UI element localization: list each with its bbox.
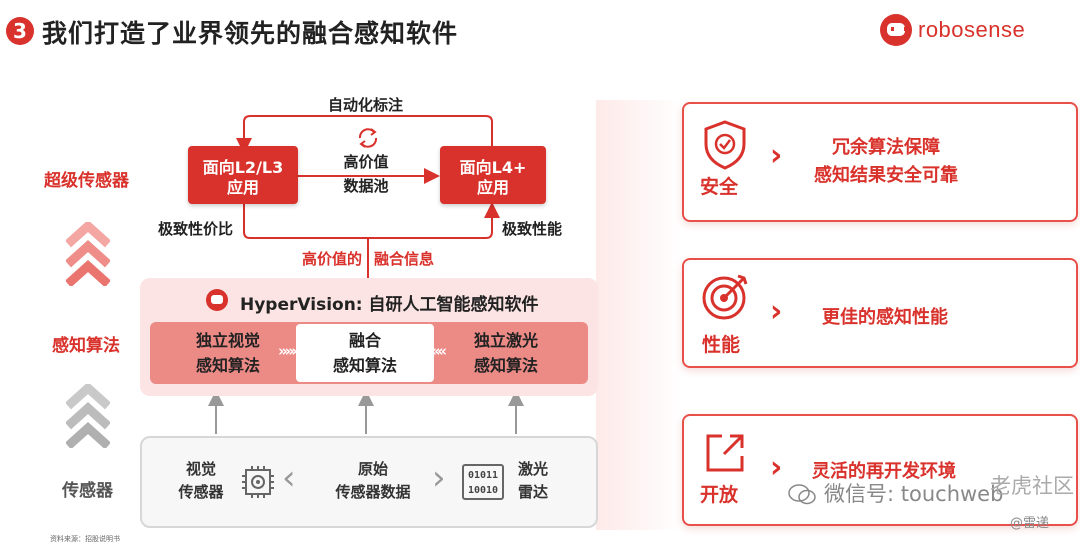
up-chevrons-grey-icon — [66, 384, 110, 448]
lidar-algo-line2: 感知算法 — [473, 356, 538, 375]
target-icon — [702, 274, 748, 320]
watermark-wechat: 微信号: touchweb — [824, 482, 1004, 506]
robosense-small-icon — [206, 289, 228, 311]
label-perception-algo: 感知算法 — [52, 336, 120, 356]
card-safety-label: 安全 — [700, 176, 739, 198]
card-performance — [682, 258, 1078, 368]
arrows-right-icon: »»» — [278, 342, 301, 360]
fusion-algo-label: 融合 感知算法 — [310, 328, 420, 378]
raw-data-label: 原始 传感器数据 — [318, 458, 428, 504]
data-pool-line2: 数据池 — [343, 177, 389, 195]
fusion-algo-line1: 融合 — [348, 331, 381, 350]
chevron-right-icon: › — [770, 450, 783, 485]
raw-line2: 传感器数据 — [335, 483, 411, 501]
camera-sensor-label: 视觉 传感器 — [166, 458, 236, 504]
refresh-cycle-icon — [358, 128, 378, 148]
source-footnote: 资料来源：招股说明书 — [50, 535, 120, 543]
label-super-sensor: 超级传感器 — [44, 171, 129, 191]
fusion-algo-box — [296, 324, 434, 382]
l4-application-box: 面向L4+ 应用 — [440, 146, 546, 204]
top-performance-label: 极致性能 — [502, 220, 563, 238]
binary-data-icon: 01011 10010 — [462, 464, 504, 500]
arrows-left-icon: ««« — [424, 342, 447, 360]
l2-l3-box-line2: 应用 — [226, 178, 259, 197]
brand-name: robosense — [918, 17, 1026, 42]
card-open-desc: 灵活的再开发环境 — [812, 461, 956, 482]
card-safety-desc-line1: 冗余算法保障 — [832, 137, 940, 158]
vision-algo-label: 独立视觉 感知算法 — [178, 328, 278, 378]
card-performance-desc: 更佳的感知性能 — [822, 307, 948, 328]
watermark-handle: @雷递 — [1010, 516, 1050, 531]
binary-line2: 10010 — [467, 485, 499, 496]
chevron-right-icon: › — [770, 294, 783, 329]
lidar-algo-label: 独立激光 感知算法 — [456, 328, 556, 378]
shield-check-icon — [704, 120, 746, 170]
l2-l3-application-box: 面向L2/L3 应用 — [188, 146, 298, 204]
high-value-label: 高价值的 — [302, 250, 363, 268]
wechat-icon — [788, 484, 816, 505]
chevron-right-icon: › — [770, 138, 783, 173]
hypervision-title: HyperVision: 自研人工智能感知软件 — [240, 295, 539, 315]
connector-fade — [596, 100, 682, 530]
label-sensor: 传感器 — [62, 481, 113, 501]
up-chevrons-red-icon — [66, 222, 110, 286]
camera-line2: 传感器 — [178, 483, 224, 501]
lidar-algo-line1: 独立激光 — [473, 331, 538, 350]
auto-annotation-label: 自动化标注 — [328, 96, 404, 114]
camera-line1: 视觉 — [185, 460, 216, 478]
lidar-line2: 雷达 — [517, 483, 548, 501]
brand-logo: robosense — [880, 14, 1025, 46]
binary-line1: 01011 — [467, 470, 499, 481]
card-open — [682, 414, 1078, 526]
sensor-panel — [140, 436, 598, 528]
l4-box-line1: 面向L4+ — [459, 158, 527, 177]
vision-algo-line1: 独立视觉 — [195, 331, 260, 350]
cost-performance-label: 极致性价比 — [158, 220, 234, 238]
camera-chip-icon — [242, 466, 274, 498]
l2-l3-box-line1: 面向L2/L3 — [202, 158, 284, 177]
open-export-icon — [706, 434, 744, 472]
watermark-overlay: 老虎社区 — [990, 474, 1074, 498]
lidar-sensor-label: 激光 雷达 — [508, 458, 558, 504]
data-pool-line1: 高价值 — [343, 153, 389, 171]
raw-line1: 原始 — [357, 460, 388, 478]
page-title: 我们打造了业界领先的融合感知软件 — [42, 19, 459, 48]
lidar-line1: 激光 — [517, 460, 548, 478]
card-safety — [682, 102, 1078, 222]
card-safety-desc-line2: 感知结果安全可靠 — [814, 165, 958, 186]
data-pool-label: 高价值 数据池 — [326, 150, 406, 198]
left-angle-icon: ‹ — [282, 458, 296, 498]
vision-algo-line2: 感知算法 — [195, 356, 260, 375]
robosense-logo-icon — [880, 14, 912, 46]
card-open-label: 开放 — [700, 484, 739, 506]
card-performance-label: 性能 — [702, 334, 741, 356]
fusion-info-label: 融合信息 — [374, 250, 435, 268]
section-number-badge: 3 — [6, 17, 34, 45]
right-angle-icon: › — [432, 458, 446, 498]
l4-box-line2: 应用 — [476, 178, 509, 197]
fusion-algo-line2: 感知算法 — [332, 356, 397, 375]
card-safety-desc: 冗余算法保障 感知结果安全可靠 — [814, 134, 958, 190]
